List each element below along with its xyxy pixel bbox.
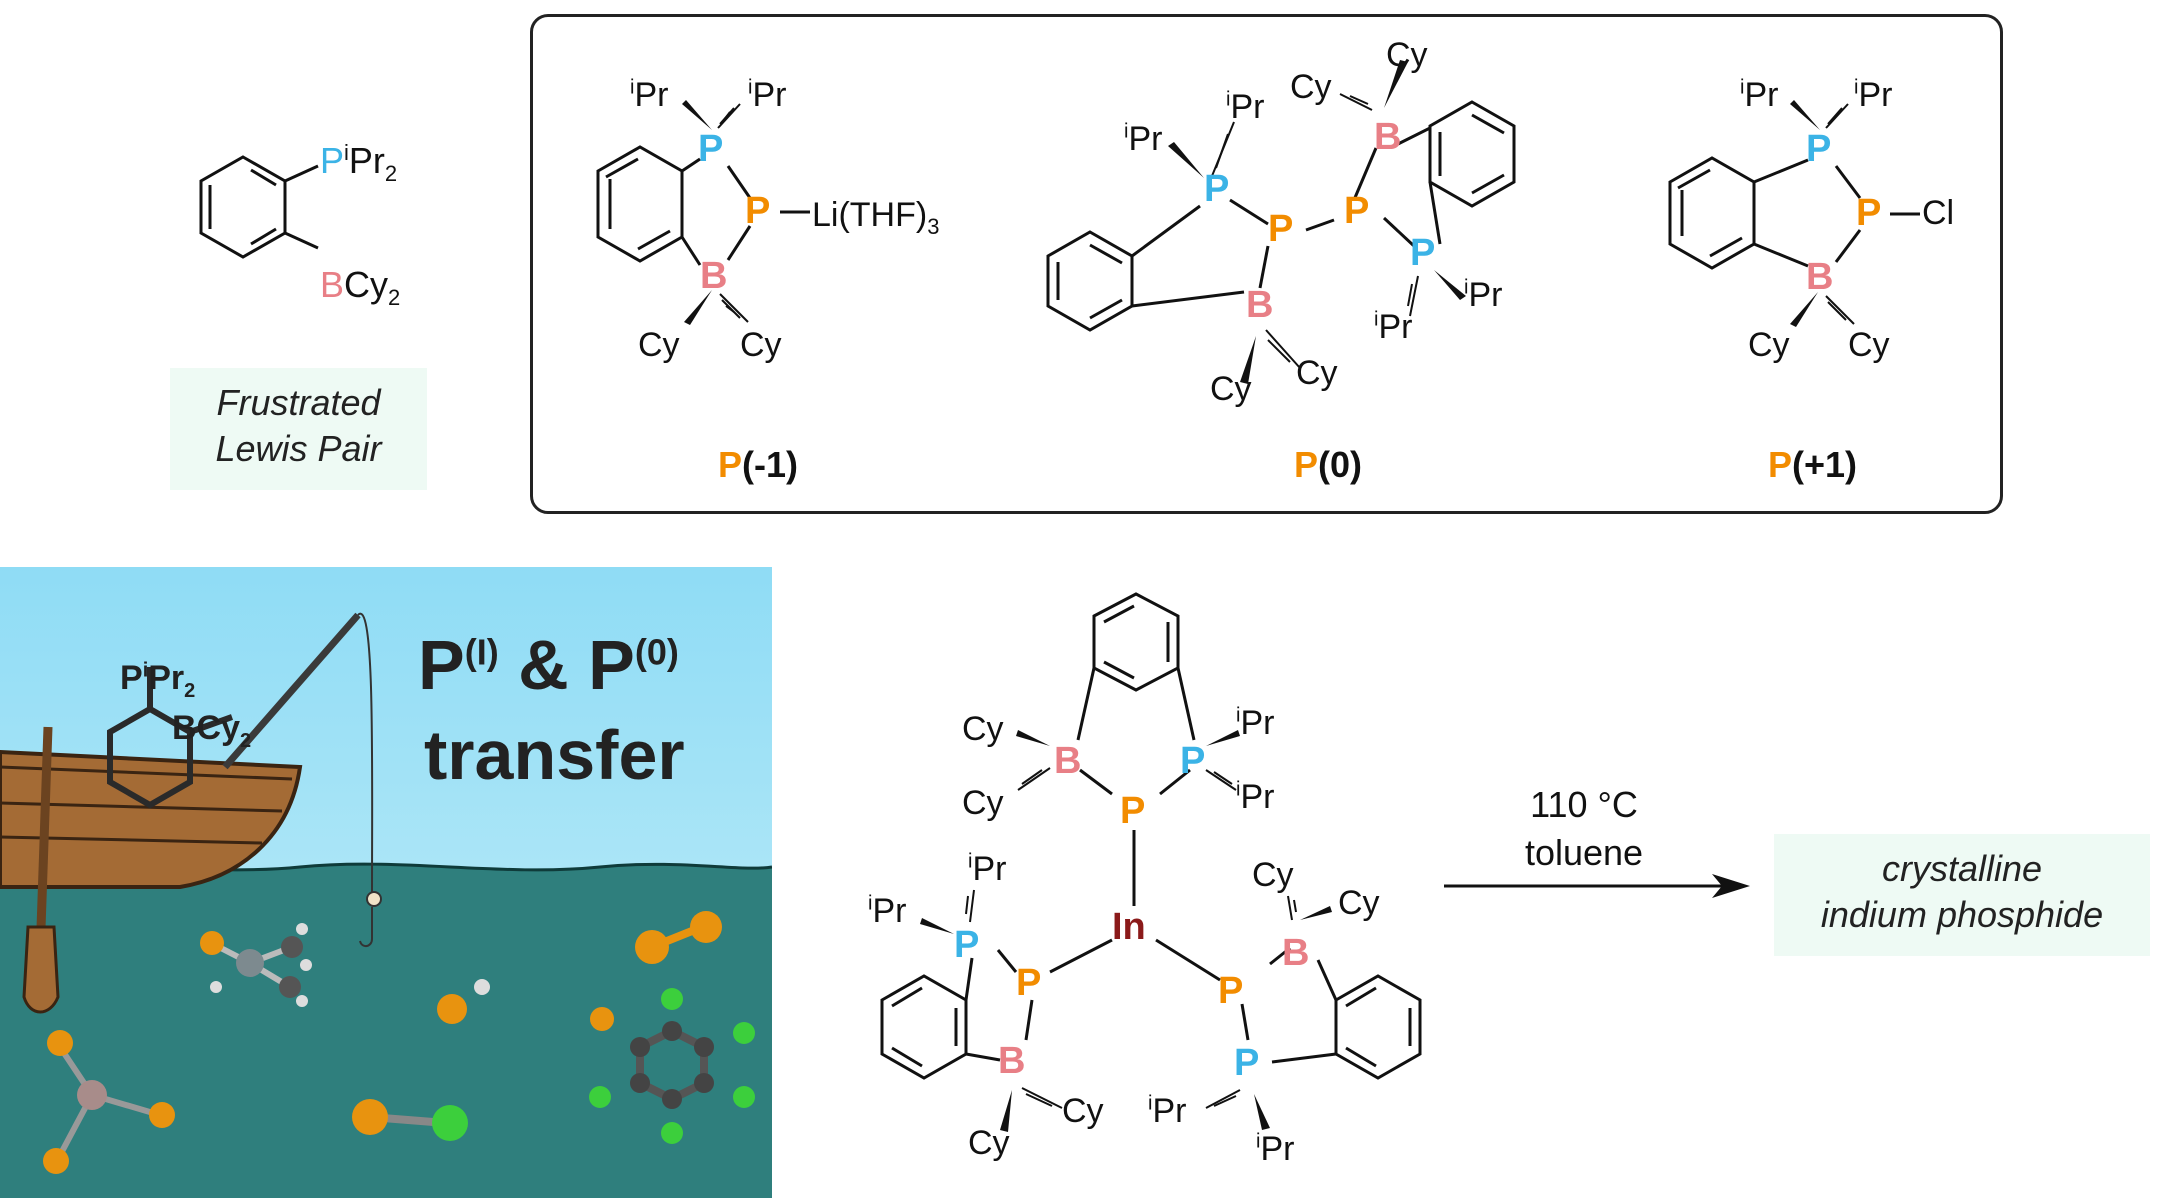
pp1-chlorine: Cl <box>1922 194 1955 232</box>
flp-p-substituent: iPr2 <box>344 140 398 187</box>
p0-label-rest: (0) <box>1318 444 1363 485</box>
indium-atom: In <box>1112 906 1146 948</box>
p0-ipr-3: iPr <box>1464 276 1503 314</box>
flp-p-atom: P <box>320 140 345 181</box>
product-line2: indium phosphide <box>1820 894 2104 935</box>
p0-cy-1: Cy <box>1210 370 1252 408</box>
pm1-li-group: Li(THF)3 <box>812 196 940 239</box>
pp1-center-p: P <box>1856 192 1882 234</box>
p0-cy-2: Cy <box>1296 354 1338 392</box>
p0-right-center-p: P <box>1344 190 1370 232</box>
in-top-ipr-2: iPr <box>1236 778 1275 816</box>
p0-label-atom: P <box>1294 444 1319 485</box>
pm1-ipr-left: iPr <box>630 76 669 114</box>
in-left-ipr-2: iPr <box>968 850 1007 888</box>
in-right-ipr-2: iPr <box>1256 1130 1295 1168</box>
pp1-ipr-left: iPr <box>1740 76 1779 114</box>
in-top-center-p: P <box>1120 790 1146 832</box>
pp1-cy-right: Cy <box>1848 326 1890 364</box>
p0-left-center-p: P <box>1268 208 1294 250</box>
flp-borane-label: BCy2 <box>320 264 400 311</box>
pm1-ipr-right: iPr <box>748 76 787 114</box>
in-left-boron: B <box>998 1040 1026 1082</box>
in-top-donor-p: P <box>1180 740 1206 782</box>
in-top-boron: B <box>1054 740 1082 782</box>
pm1-boron: B <box>700 255 728 297</box>
in-right-center-p: P <box>1218 970 1244 1012</box>
p0-left-donor-p: P <box>1204 168 1230 210</box>
in-right-cy-2: Cy <box>1338 884 1380 922</box>
pp1-label-atom: P <box>1768 444 1793 485</box>
in-left-cy-1: Cy <box>968 1124 1010 1162</box>
reaction-solvent: toluene <box>1524 832 1644 873</box>
pm1-cy-right: Cy <box>740 326 782 364</box>
pp1-cy-left: Cy <box>1748 326 1790 364</box>
pp1-ipr-right: iPr <box>1854 76 1893 114</box>
flp-tag-line2: Lewis Pair <box>215 428 382 469</box>
in-top-cy-1: Cy <box>962 710 1004 748</box>
pp1-label-rest: (+1) <box>1792 444 1858 485</box>
p0-ipr-1: iPr <box>1124 120 1163 158</box>
flp-b-substituent: Cy2 <box>344 264 401 311</box>
in-right-boron: B <box>1282 932 1310 974</box>
pp1-label: P(+1) <box>1768 444 1857 486</box>
flp-phosphine-label: PiPr2 <box>320 140 397 187</box>
in-left-donor-p: P <box>954 924 980 966</box>
reaction-temperature: 110 °C <box>1530 784 1638 825</box>
p0-cy-4: Cy <box>1386 36 1428 74</box>
graphic-boat-p: PiPr2 <box>120 659 196 702</box>
p0-right-boron: B <box>1374 116 1402 158</box>
in-top-cy-2: Cy <box>962 784 1004 822</box>
product-line1: crystalline <box>1881 848 2043 889</box>
graphic-boat-b: BCy2 <box>172 709 252 752</box>
pp1-donor-p: P <box>1806 128 1832 170</box>
pm1-donor-p: P <box>698 128 724 170</box>
flp-b-atom: B <box>320 264 345 305</box>
pm1-label: P(-1) <box>718 444 798 486</box>
p0-cy-3: Cy <box>1290 68 1332 106</box>
graphic-title-line1: P(I) & P(0) <box>418 626 679 704</box>
p0-ipr-4: iPr <box>1374 308 1413 346</box>
flp-tag-line1: Frustrated <box>216 382 381 423</box>
p0-left-boron: B <box>1246 284 1274 326</box>
p0-label: P(0) <box>1294 444 1362 486</box>
in-right-ipr-1: iPr <box>1148 1092 1187 1130</box>
fishing-scene <box>0 612 772 1198</box>
in-left-cy-2: Cy <box>1062 1092 1104 1130</box>
compounds-box <box>530 14 2003 514</box>
pm1-cy-left: Cy <box>638 326 680 364</box>
in-top-ipr-1: iPr <box>1236 704 1275 742</box>
pm1-center-p: P <box>745 190 771 232</box>
in-left-center-p: P <box>1016 962 1042 1004</box>
flp-tag: Frustrated Lewis Pair <box>170 368 427 490</box>
pp1-boron: B <box>1806 256 1834 298</box>
in-right-donor-p: P <box>1234 1042 1260 1084</box>
in-right-cy-1: Cy <box>1252 856 1294 894</box>
pm1-label-rest: (-1) <box>742 444 799 485</box>
pm1-label-atom: P <box>718 444 743 485</box>
product-tag: crystalline indium phosphide <box>1774 834 2150 956</box>
p0-right-donor-p: P <box>1410 232 1436 274</box>
p0-ipr-2: iPr <box>1226 88 1265 126</box>
graphic-title-line2: transfer <box>424 716 685 794</box>
fishing-graphic: P(I) & P(0) transfer PiPr2 BCy2 <box>0 567 772 1198</box>
in-left-ipr-1: iPr <box>868 892 907 930</box>
